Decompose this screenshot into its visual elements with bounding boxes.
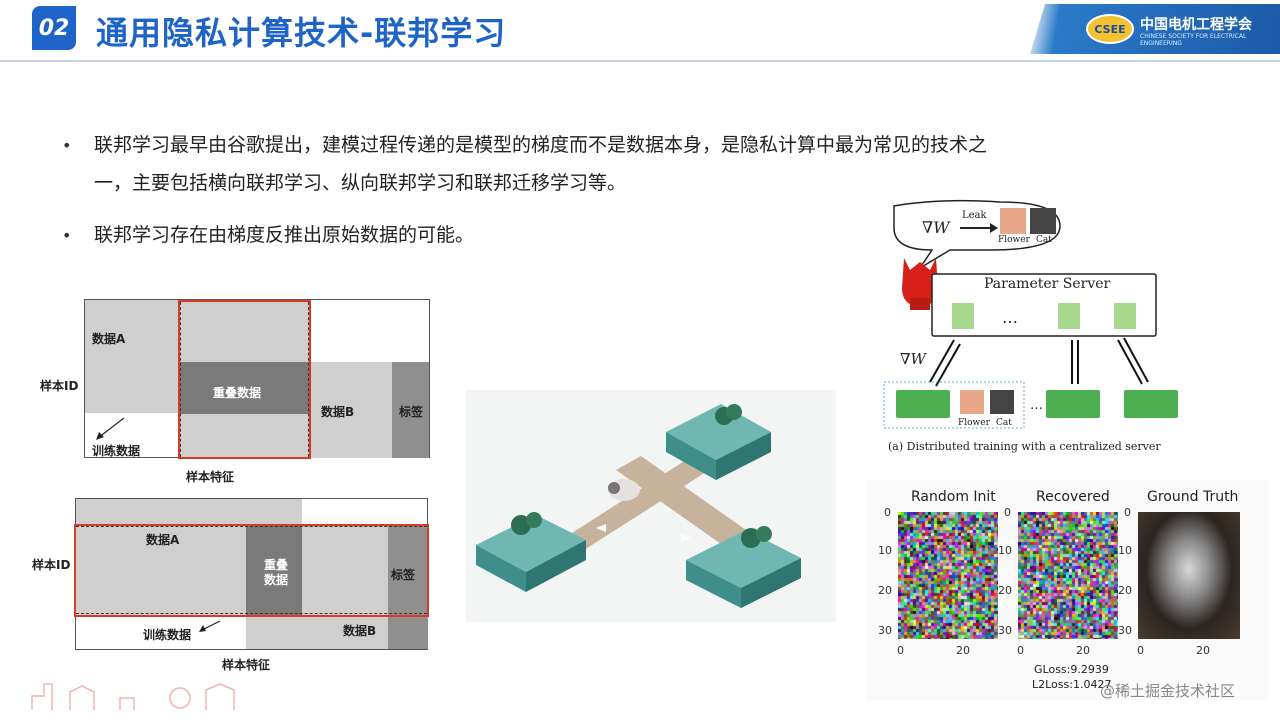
data-a-label: 数据A [92,332,126,346]
server-diagram-graphic [880,198,1180,463]
server-caption: (a) Distributed training with a centrali… [888,440,1161,453]
arrow-icon [199,620,221,632]
arrow-icon [96,417,125,440]
overlap-label-2: 数据 [264,573,289,587]
dashed-line [308,302,309,457]
y-tick: 20 [998,584,1012,597]
random-init-image [898,512,998,639]
x-tick: 0 [897,644,904,657]
overlap-label: 重叠数据 [213,386,262,400]
dashed-line [76,613,427,614]
train-data-label: 训练数据 [143,628,192,642]
data-b-label: 数据B [321,405,355,419]
bullet-dot-icon: • [62,226,72,245]
page-title: 通用隐私计算技术-联邦学习 [96,14,507,52]
sample-id-label: 样本ID [40,379,79,393]
parameter-server-label: Parameter Server [984,276,1111,292]
y-tick: 30 [878,624,892,637]
x-tick: 20 [956,644,970,657]
y-tick: 10 [1118,544,1132,557]
leak-label: Leak [962,210,987,221]
bullet-1-line-2: 一，主要包括横向联邦学习、纵向联邦学习和联邦迁移学习等。 [94,172,627,194]
ground-truth-image [1138,512,1240,639]
y-tick: 0 [1004,506,1011,519]
random-init-title: Random Init [911,489,996,505]
gradient-symbol: ∇W [922,218,950,237]
csee-logo-icon: CSEE [1086,14,1134,44]
x-tick: 0 [1137,644,1144,657]
watermark: @稀土掘金技术社区 [1100,682,1236,700]
data-b-block [310,362,392,458]
highlight-box [74,524,429,617]
cat-label-bottom: Cat [996,418,1012,428]
sample-feature-label: 样本特征 [186,470,235,484]
x-tick: 20 [1196,644,1210,657]
dashed-line [180,302,181,457]
header-divider [0,60,1280,62]
bullet-dot-icon: • [62,136,72,155]
x-tick: 20 [1076,644,1090,657]
flower-label-bottom: Flower [958,418,990,428]
y-tick: 30 [998,624,1012,637]
y-tick: 0 [1124,506,1131,519]
data-b-label: 数据B [343,624,377,638]
y-tick: 20 [878,584,892,597]
highlight-box [178,300,311,459]
society-name-cn: 中国电机工程学会 [1140,17,1252,33]
bullet-2: 联邦学习存在由梯度反推出原始数据的可能。 [94,224,475,246]
dashed-line [76,526,427,527]
gloss-value: GLoss:9.2939 [1034,663,1109,676]
label-block [392,362,429,458]
l2loss-value: L2Loss:1.0427 [1032,678,1112,691]
logo-banner [1030,4,1280,54]
overlap-block [246,525,302,615]
isometric-farm-illustration [466,390,836,622]
client-ellipsis: … [1030,398,1043,413]
label-block [388,525,428,649]
cat-label: Cat [1036,235,1052,245]
recovered-image [1018,512,1118,639]
y-tick: 0 [884,506,891,519]
y-tick: 20 [1118,584,1132,597]
bullet-1-line-1: 联邦学习最早由谷歌提出，建模过程传递的是模型的梯度而不是数据本身，是隐私计算中最… [94,134,988,156]
skyline-decoration-icon [31,683,235,710]
sample-id-label: 样本ID [32,558,71,572]
train-data-label: 训练数据 [92,444,141,458]
data-a-label: 数据A [146,533,180,547]
society-name-en: CHINESE SOCIETY FOR ELECTRICAL ENGINEERI… [1140,33,1247,47]
label-label: 标签 [399,405,424,419]
ground-truth-title: Ground Truth [1147,489,1239,505]
section-number: 02 [32,6,76,50]
y-tick: 10 [878,544,892,557]
x-tick: 0 [1017,644,1024,657]
sample-feature-label: 样本特征 [222,658,271,672]
gradient-symbol-side: ∇W [900,350,926,368]
flower-label: Flower [998,235,1030,245]
overlap-label-1: 重叠 [264,558,289,572]
server-ellipsis: … [1002,308,1018,327]
y-tick: 10 [998,544,1012,557]
label-label: 标签 [391,568,416,582]
recovered-title: Recovered [1036,489,1110,505]
overlap-block [180,362,310,414]
y-tick: 30 [1118,624,1132,637]
